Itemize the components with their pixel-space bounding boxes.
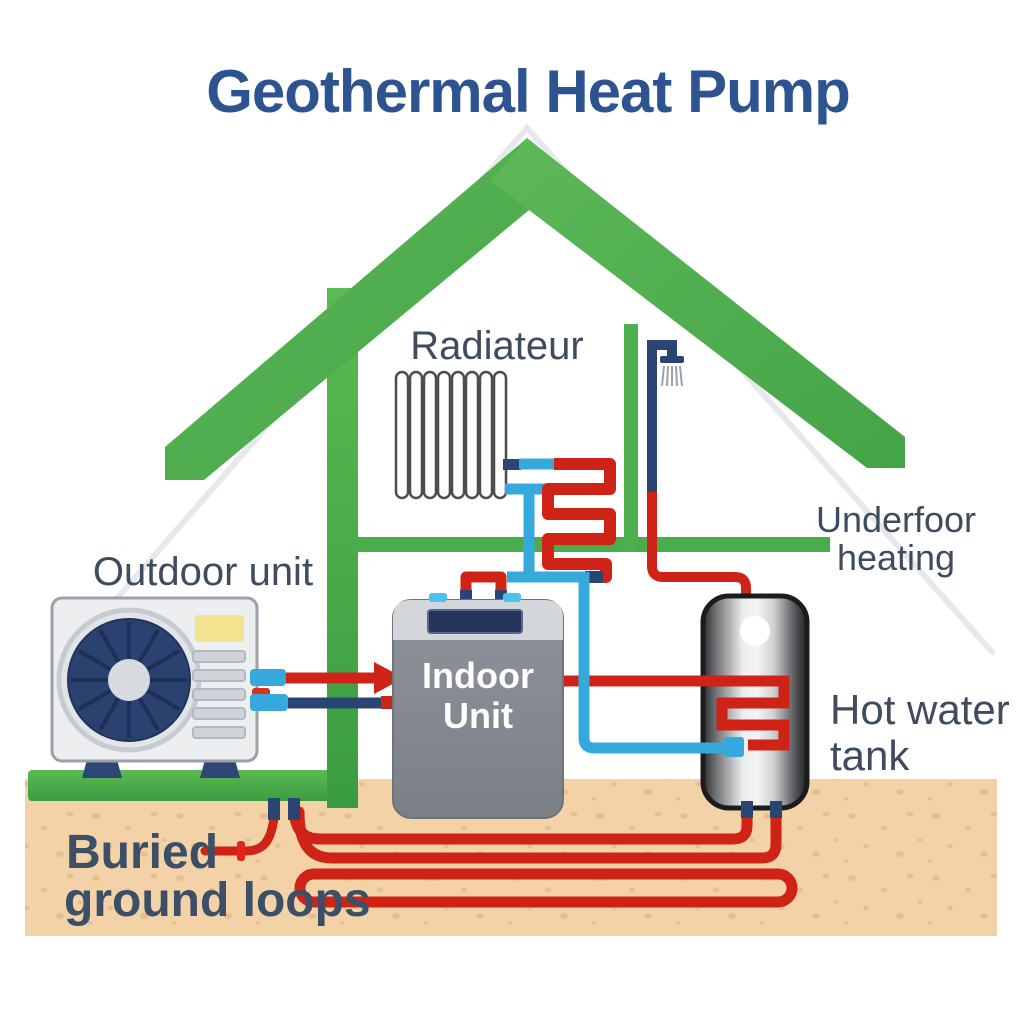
- grass-strip: [28, 770, 358, 801]
- ground-pipe-down-2: [288, 798, 300, 820]
- fan-hub: [108, 659, 150, 701]
- shower-head-icon: [660, 356, 684, 363]
- radiator-label: Radiateur: [410, 324, 583, 368]
- heating-circuit-pipes: [460, 458, 616, 603]
- ground-loops: [200, 798, 798, 908]
- tank-cold-connector: [724, 737, 744, 757]
- shower-riser-pipe: [647, 340, 677, 496]
- diagram-title: Geothermal Heat Pump: [206, 58, 850, 125]
- underfloor-label-line1: Underfoor: [816, 499, 976, 540]
- indoor-unit-port-left: [429, 593, 447, 602]
- radiator: [394, 370, 508, 500]
- hot-water-tank-label-line2: tank: [830, 732, 910, 779]
- roof-outline-outer: [69, 123, 995, 655]
- underfloor-heating-coil: [542, 458, 616, 583]
- tank-cap-circle: [740, 616, 770, 646]
- radiator-pipe-navy-stub: [503, 459, 521, 470]
- ground-pipe-down-1: [268, 798, 280, 820]
- outdoor-to-indoor-pipes: [250, 662, 404, 711]
- indoor-unit: Indoor Unit: [392, 593, 564, 819]
- outdoor-unit-label: Outdoor unit: [93, 550, 313, 594]
- indoor-unit-display: [427, 609, 523, 634]
- buried-label-line1: Buried: [66, 826, 218, 879]
- hot-water-tank-label-line1: Hot water: [830, 686, 1010, 733]
- tank-bottom-stub-left: [741, 801, 753, 818]
- hot-supply-arrowhead-icon: [374, 662, 404, 694]
- buried-leader-arrow: [237, 841, 245, 861]
- indoor-unit-port-right: [503, 593, 521, 602]
- outdoor-unit: [50, 596, 259, 778]
- shower-wall-line: [624, 324, 638, 552]
- outdoor-unit-vents: [192, 650, 246, 739]
- pipe-fitting-lower: [250, 694, 288, 711]
- shower: [647, 340, 751, 606]
- buried-label-leader-line: [200, 813, 279, 856]
- indoor-unit-label-line2: Unit: [443, 695, 513, 736]
- indoor-unit-label-line1: Indoor: [422, 655, 534, 696]
- underfloor-label-line2: heating: [837, 537, 955, 578]
- indoor-unit-top-loop: [460, 571, 507, 602]
- shower-spray-icon: [661, 365, 683, 387]
- buried-label-line2: ground loops: [64, 874, 371, 927]
- ground-loop-line-b: [293, 806, 782, 864]
- pipe-fitting-upper: [250, 669, 286, 686]
- hot-water-tank: [562, 572, 810, 818]
- ground-loop-stadium: [294, 868, 798, 908]
- roof-beam-left: [165, 138, 564, 480]
- house: [165, 138, 905, 808]
- cold-pipe-red-tip: [381, 696, 394, 709]
- roof-beam-right: [491, 138, 905, 468]
- tank-bottom-stub-right: [770, 801, 782, 818]
- tank-heating-coil: [562, 675, 790, 751]
- outdoor-unit-yellow-panel: [195, 615, 244, 642]
- indoor-to-tank-cold-pipe: [578, 572, 726, 754]
- shower-hot-pipe: [647, 492, 751, 606]
